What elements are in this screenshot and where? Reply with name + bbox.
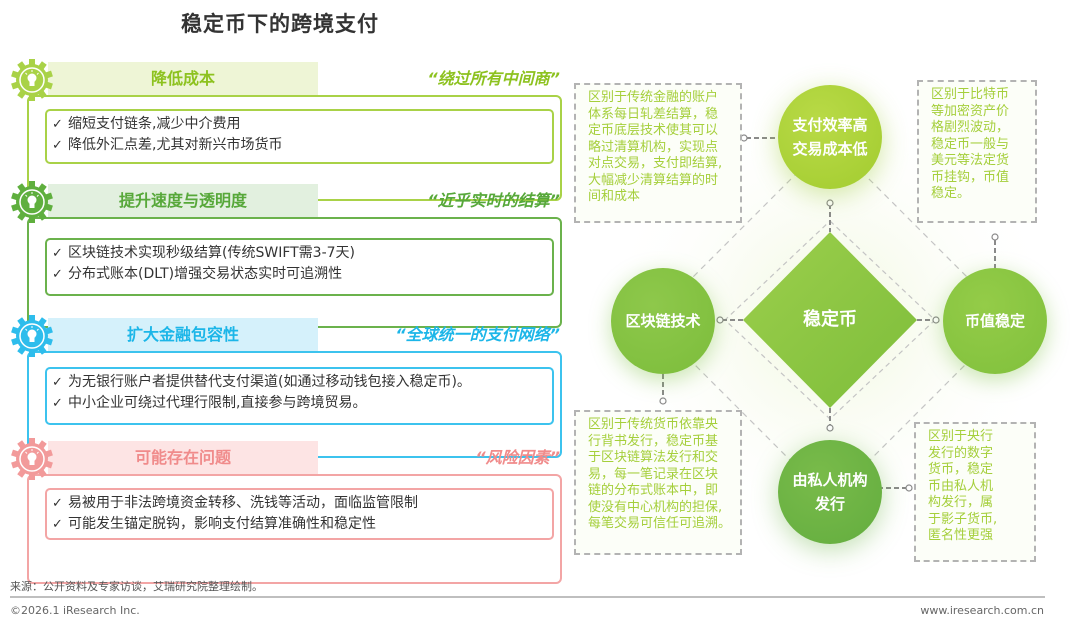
- list-item: ✓分布式账本(DLT)增强交易状态实时可追溯性: [52, 264, 544, 285]
- description-line: 略过清算机构，实现点: [588, 139, 719, 155]
- section-heading: 降低成本: [150, 69, 215, 88]
- list-item: ✓区块链技术实现秒级结算(传统SWIFT需3-7天): [52, 243, 544, 264]
- description-line: 稳定币一般与: [931, 136, 1010, 152]
- check-icon: ✓: [52, 517, 63, 532]
- description-line: 使没有中心机构的担保,: [588, 499, 723, 515]
- section-quote: “风险因素”: [475, 448, 560, 467]
- description-line: 等加密资产价: [931, 103, 1010, 119]
- section-heading: 扩大金融包容性: [126, 325, 239, 344]
- description-line: 体系每日轧差结算，稳: [588, 106, 719, 122]
- node-blockchain-tech: 区块链技术: [611, 268, 715, 374]
- description-line: 区别于传统金融的账户: [588, 90, 719, 105]
- node-private-issuance: 由私人机构发行: [778, 440, 882, 544]
- footer-divider: [10, 596, 1045, 598]
- section-inner-box: ✓缩短支付链条,减少中介费用 ✓降低外汇点差,尤其对新兴市场货币: [45, 109, 554, 164]
- section-quote: “绕过所有中间商”: [427, 69, 560, 88]
- check-icon: ✓: [52, 396, 63, 411]
- list-item: ✓中小企业可绕过代理行限制,直接参与跨境贸易。: [52, 393, 544, 414]
- description-box-top-left: 区别于传统金融的账户体系每日轧差结算，稳定币底层技术使其可以略过清算机构，实现点…: [574, 83, 742, 223]
- source-note: 来源：公开资料及专家访谈，艾瑞研究院整理绘制。: [10, 580, 263, 593]
- node-payment-efficiency: 支付效率高交易成本低: [778, 85, 882, 189]
- lightbulb-gear-icon: [11, 438, 53, 480]
- check-icon: ✓: [52, 375, 63, 390]
- description-line: 币由私人机: [928, 478, 994, 494]
- list-item: ✓易被用于非法跨境资金转移、洗钱等活动，面临监管限制: [52, 493, 544, 514]
- description-line: 行背书发行，稳定币基: [588, 433, 719, 449]
- list-item: ✓缩短支付链条,减少中介费用: [52, 114, 544, 135]
- section-outer-box: ✓区块链技术实现秒级结算(传统SWIFT需3-7天) ✓分布式账本(DLT)增强…: [27, 217, 562, 328]
- check-icon: ✓: [52, 138, 63, 153]
- section-heading-bar: 扩大金融包容性: [48, 318, 318, 351]
- description-box-bottom-right: 区别于央行发行的数字货币，稳定币由私人机构发行，属于影子货币,匿名性更强: [914, 422, 1036, 562]
- check-icon: ✓: [52, 246, 63, 261]
- section-heading: 提升速度与透明度: [118, 191, 247, 210]
- description-line: 大幅减少清算结算的时: [588, 172, 719, 188]
- check-icon: ✓: [52, 496, 63, 511]
- description-line: 对点交易，支付即结算,: [588, 156, 723, 171]
- description-line: 币挂钩，币值: [931, 169, 1010, 185]
- description-line: 于区块链算法发行和交: [588, 450, 719, 465]
- section-quote: “近乎实时的结算”: [427, 191, 560, 210]
- section-inner-box: ✓易被用于非法跨境资金转移、洗钱等活动，面临监管限制 ✓可能发生锚定脱钩，影响支…: [45, 488, 554, 540]
- list-item: ✓为无银行账户者提供替代支付渠道(如通过移动钱包接入稳定币)。: [52, 372, 544, 393]
- description-line: 每笔交易可信任可追溯。: [588, 516, 732, 531]
- node-value-stability: 币值稳定: [943, 268, 1047, 374]
- description-line: 发行的数字: [928, 445, 994, 461]
- section-inner-box: ✓区块链技术实现秒级结算(传统SWIFT需3-7天) ✓分布式账本(DLT)增强…: [45, 238, 554, 296]
- lightbulb-gear-icon: [11, 181, 53, 223]
- description-line: 易，每一笔记录在区块: [588, 466, 719, 482]
- section-heading-bar: 提升速度与透明度: [48, 184, 318, 217]
- description-box-top-right: 区别于比特币等加密资产价格剧烈波动，稳定币一般与美元等法定货币挂钩，币值稳定。: [917, 80, 1037, 223]
- list-item: ✓可能发生锚定脱钩，影响支付结算准确性和稳定性: [52, 514, 544, 535]
- list-item: ✓降低外汇点差,尤其对新兴市场货币: [52, 135, 544, 156]
- section-heading-bar: 可能存在问题: [48, 441, 318, 474]
- section-heading-bar: 降低成本: [48, 62, 318, 95]
- description-line: 匿名性更强: [928, 528, 994, 543]
- page-title: 稳定币下的跨境支付: [181, 12, 379, 36]
- center-label: 稳定币: [803, 309, 857, 330]
- description-line: 构发行，属: [928, 495, 994, 510]
- description-line: 区别于央行: [928, 429, 994, 444]
- description-line: 链的分布式账本中，即: [588, 483, 719, 498]
- website-link[interactable]: www.iresearch.com.cn: [920, 604, 1044, 617]
- section-outer-box: ✓缩短支付链条,减少中介费用 ✓降低外汇点差,尤其对新兴市场货币: [27, 95, 562, 201]
- description-box-bottom-left: 区别于传统货币依靠央行背书发行，稳定币基于区块链算法发行和交易，每一笔记录在区块…: [574, 410, 742, 555]
- description-line: 格剧烈波动，: [931, 120, 1010, 135]
- check-icon: ✓: [52, 117, 63, 132]
- description-line: 定币底层技术使其可以: [588, 123, 719, 138]
- description-line: 间和成本: [588, 189, 641, 204]
- copyright: ©2026.1 iResearch Inc.: [10, 604, 140, 617]
- section-heading: 可能存在问题: [134, 448, 231, 467]
- description-line: 美元等法定货: [931, 153, 1010, 168]
- lightbulb-gear-icon: [11, 59, 53, 101]
- section-inner-box: ✓为无银行账户者提供替代支付渠道(如通过移动钱包接入稳定币)。 ✓中小企业可绕过…: [45, 367, 554, 425]
- description-line: 货币，稳定: [928, 462, 994, 477]
- description-line: 稳定。: [931, 186, 971, 201]
- description-line: 区别于传统货币依靠央: [588, 417, 719, 432]
- check-icon: ✓: [52, 267, 63, 282]
- description-line: 区别于比特币: [931, 87, 1010, 102]
- section-outer-box: ✓易被用于非法跨境资金转移、洗钱等活动，面临监管限制 ✓可能发生锚定脱钩，影响支…: [27, 474, 562, 584]
- section-quote: “全球统一的支付网络”: [395, 325, 560, 344]
- lightbulb-gear-icon: [11, 315, 53, 357]
- description-line: 于影子货币,: [928, 511, 998, 527]
- center-diamond: [743, 232, 917, 408]
